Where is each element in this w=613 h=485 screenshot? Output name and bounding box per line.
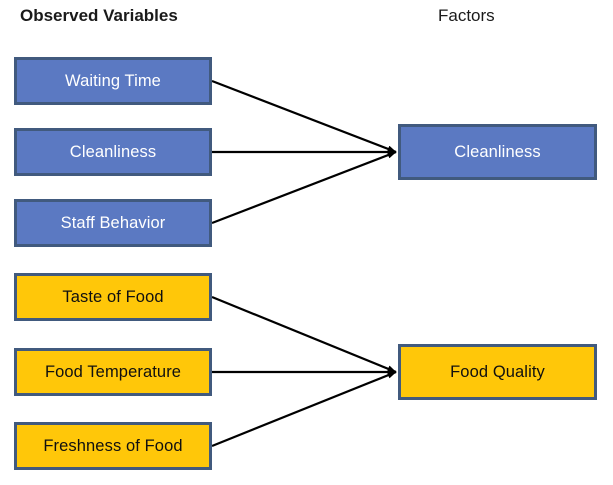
node-label: Cleanliness: [69, 142, 157, 161]
observed-node-food-temperature[interactable]: Food Temperature: [14, 348, 212, 396]
edge-waiting-time-to-cleanliness: [211, 79, 397, 154]
observed-node-staff-behavior[interactable]: Staff Behavior: [14, 199, 212, 247]
node-label: Food Quality: [450, 362, 545, 381]
node-label: Staff Behavior: [60, 213, 166, 232]
observed-variables-heading: Observed Variables: [20, 6, 178, 25]
factor-node-food-quality[interactable]: Food Quality: [398, 344, 597, 400]
factor-node-cleanliness-factor[interactable]: Cleanliness: [398, 124, 597, 180]
edge-taste-of-food-to-food-quality: [211, 295, 397, 374]
observed-node-cleanliness-obs[interactable]: Cleanliness: [14, 128, 212, 176]
observed-node-freshness-of-food[interactable]: Freshness of Food: [14, 422, 212, 470]
node-label: Waiting Time: [65, 71, 161, 90]
edge-staff-behavior-to-cleanliness: [211, 150, 397, 225]
edge-freshness-of-food-to-food-quality: [211, 370, 397, 448]
node-label: Food Temperature: [44, 362, 182, 381]
observed-node-taste-of-food[interactable]: Taste of Food: [14, 273, 212, 321]
node-label: Taste of Food: [62, 287, 164, 306]
observed-node-waiting-time[interactable]: Waiting Time: [14, 57, 212, 105]
node-label: Freshness of Food: [43, 436, 183, 455]
factors-heading: Factors: [438, 6, 495, 25]
node-label: Cleanliness: [454, 142, 541, 161]
